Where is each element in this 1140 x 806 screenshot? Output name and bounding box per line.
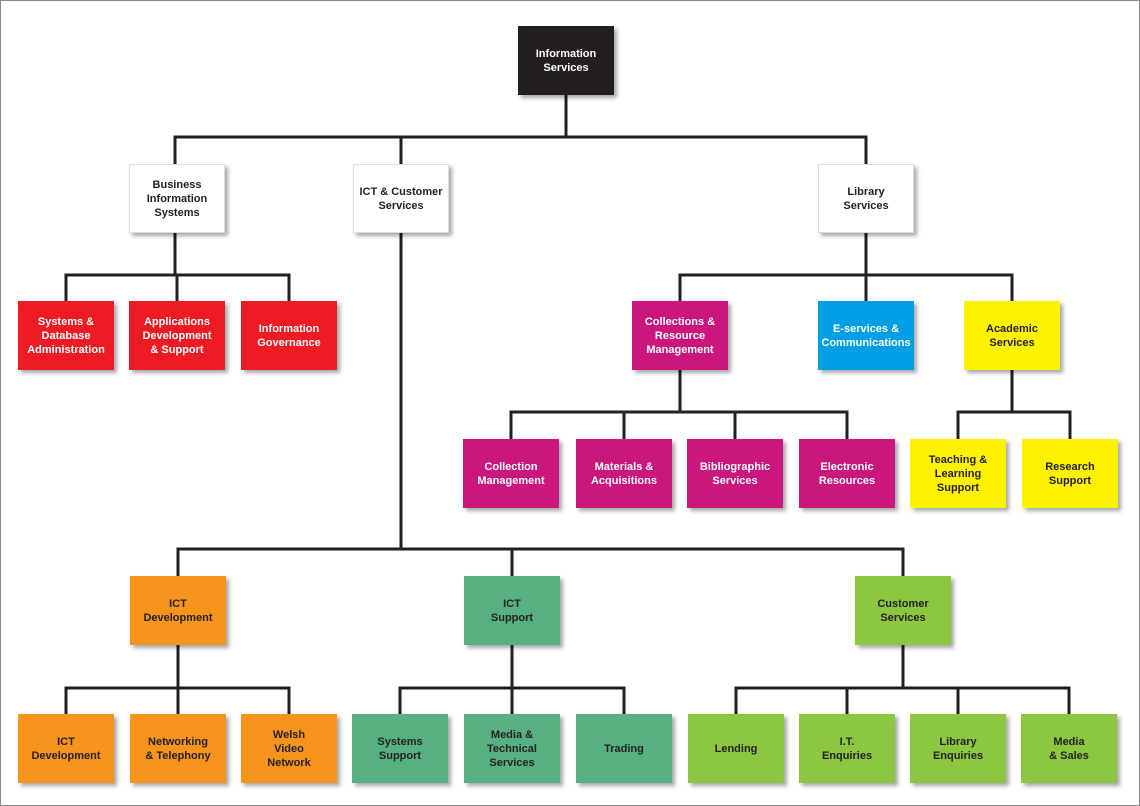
node-library-enquiries: Library Enquiries xyxy=(910,714,1006,783)
node-ict-development: ICT Development xyxy=(130,576,226,645)
node-customer-services: Customer Services xyxy=(855,576,951,645)
node-library-services: Library Services xyxy=(818,164,914,233)
node-bibliographic-services: Bibliographic Services xyxy=(687,439,783,508)
node-electronic-resources: Electronic Resources xyxy=(799,439,895,508)
node-teaching-learning-support: Teaching & Learning Support xyxy=(910,439,1006,508)
node-business-information-systems: Business Information Systems xyxy=(129,164,225,233)
node-materials-acquisitions: Materials & Acquisitions xyxy=(576,439,672,508)
node-information-services: Information Services xyxy=(518,26,614,95)
node-networking-telephony: Networking & Telephony xyxy=(130,714,226,783)
node-media-sales: Media & Sales xyxy=(1021,714,1117,783)
node-research-support: Research Support xyxy=(1022,439,1118,508)
node-lending: Lending xyxy=(688,714,784,783)
node-information-governance: Information Governance xyxy=(241,301,337,370)
node-ict-customer-services: ICT & Customer Services xyxy=(353,164,449,233)
node-applications-development-support: Applications Development & Support xyxy=(129,301,225,370)
node-welsh-video-network: Welsh Video Network xyxy=(241,714,337,783)
node-ict-development-team: ICT Development xyxy=(18,714,114,783)
node-media-technical-services: Media & Technical Services xyxy=(464,714,560,783)
node-academic-services: Academic Services xyxy=(964,301,1060,370)
node-ict-support: ICT Support xyxy=(464,576,560,645)
node-systems-support: Systems Support xyxy=(352,714,448,783)
node-trading: Trading xyxy=(576,714,672,783)
node-collection-management: Collection Management xyxy=(463,439,559,508)
node-it-enquiries: I.T. Enquiries xyxy=(799,714,895,783)
node-eservices-communications: E-services & Communications xyxy=(818,301,914,370)
node-collections-resource-management: Collections & Resource Management xyxy=(632,301,728,370)
node-systems-database-administration: Systems & Database Administration xyxy=(18,301,114,370)
